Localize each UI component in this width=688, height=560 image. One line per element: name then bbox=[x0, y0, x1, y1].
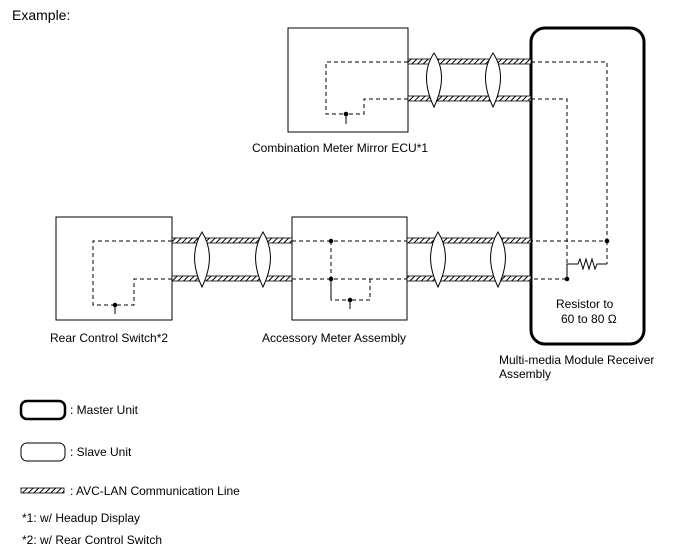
receiver-label-line1: Multi-media Module Receiver bbox=[499, 353, 655, 367]
note-2: *2: w/ Rear Control Switch bbox=[22, 533, 163, 547]
rear-control-switch-box bbox=[55, 216, 173, 321]
combination-meter-label: Combination Meter Mirror ECU*1 bbox=[252, 141, 429, 155]
resistor-symbol bbox=[566, 257, 607, 279]
multimedia-receiver-box bbox=[529, 26, 646, 346]
twist-symbols bbox=[194, 52, 506, 289]
legend-slave-label: : Slave Unit bbox=[70, 445, 132, 459]
legend-slave-symbol bbox=[20, 442, 66, 462]
combination-meter-box bbox=[287, 27, 409, 133]
legend-master-label: : Master Unit bbox=[70, 403, 139, 417]
accessory-meter-label: Accessory Meter Assembly bbox=[262, 331, 407, 345]
resistor-label-line2: 60 to 80 Ω bbox=[561, 312, 617, 326]
note-1: *1: w/ Headup Display bbox=[22, 511, 141, 525]
internal-dashed-wiring bbox=[92, 61, 608, 306]
diagram-title: Example: bbox=[12, 7, 71, 23]
legend-line-label: : AVC-LAN Communication Line bbox=[70, 484, 240, 498]
receiver-label-line2: Assembly bbox=[499, 367, 552, 381]
resistor-label-line1: Resistor to bbox=[556, 297, 614, 311]
legend-line-symbol bbox=[20, 487, 65, 494]
legend-master-symbol bbox=[19, 399, 67, 421]
rear-control-switch-label: Rear Control Switch*2 bbox=[50, 331, 169, 345]
